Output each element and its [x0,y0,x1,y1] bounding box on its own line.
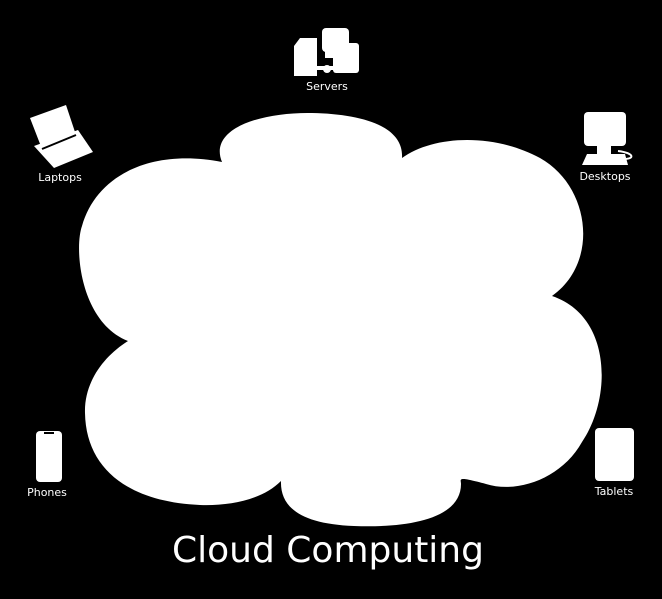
diagram-title: Cloud Computing [172,530,484,571]
phone-icon [36,431,62,482]
laptop-icon [30,105,93,168]
phones-label: Phones [27,486,67,499]
tablet-icon [595,428,634,481]
servers-label: Servers [306,80,348,93]
desktops-label: Desktops [579,170,631,183]
cloud-shape [79,112,602,527]
servers-icon [294,28,359,76]
laptops-label: Laptops [38,171,82,184]
tablets-label: Tablets [594,485,634,498]
desktop-icon [582,112,633,165]
